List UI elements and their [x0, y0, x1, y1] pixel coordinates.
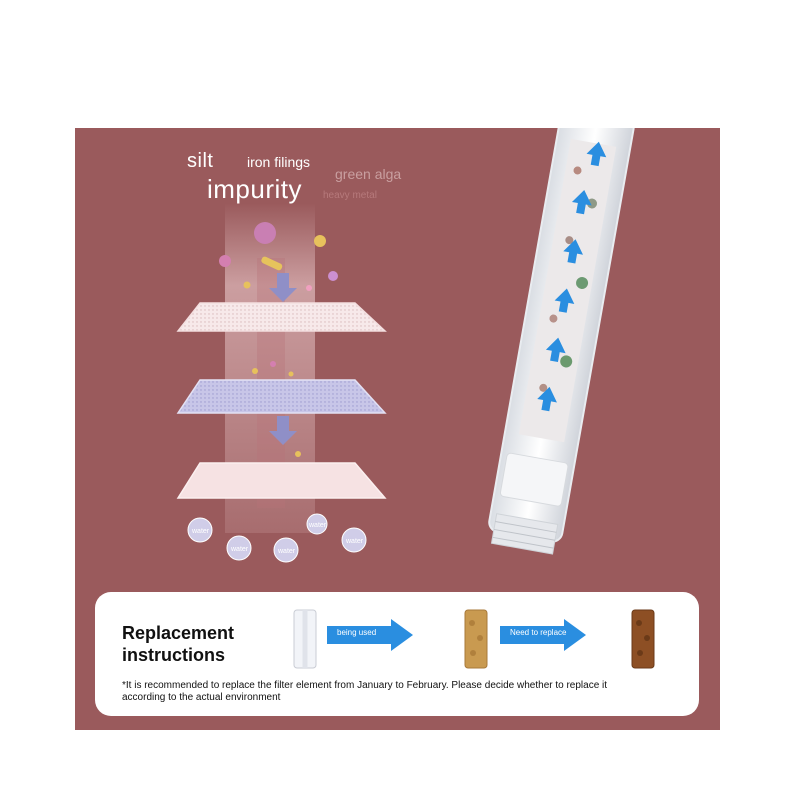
replacement-card: Replacement instructions being used Need… [95, 592, 699, 716]
product-panel: water water water water water [75, 128, 720, 730]
water-bubble: water [187, 517, 213, 543]
bacteria-particle [328, 271, 338, 281]
sediment-particle [261, 256, 283, 271]
water-bubble: water [306, 513, 328, 535]
water-bubble: water [341, 527, 367, 553]
new-filter-element [293, 609, 317, 669]
filter-layer-1 [176, 302, 387, 332]
need-to-replace-label: Need to replace [510, 628, 567, 637]
word-impurity: impurity [207, 174, 303, 204]
being-used-arrow: being used [327, 617, 415, 653]
svg-text:water: water [308, 522, 327, 529]
bacteria-particle [254, 222, 276, 244]
word-heavy-metal: heavy metal [323, 190, 377, 201]
up-arrow-icon [554, 288, 575, 313]
replacement-note-line1: *It is recommended to replace the filter… [122, 680, 608, 691]
word-iron-filings: iron filings [247, 154, 311, 170]
up-arrow-icon [563, 239, 583, 264]
replacement-title: Replacement instructions [122, 622, 234, 666]
up-arrow-icon [537, 386, 557, 412]
worn-filter-element [631, 609, 655, 669]
sediment-particle [295, 451, 301, 457]
sediment-particle [270, 361, 276, 367]
right-arrow-icon [327, 619, 413, 651]
svg-text:water: water [277, 548, 296, 555]
up-arrow-icon [571, 189, 592, 215]
bacteria-particle [219, 255, 231, 267]
right-arrow-icon [500, 619, 586, 651]
sediment-particle [306, 285, 312, 291]
being-used-label: being used [337, 628, 377, 637]
filter-layer-3 [176, 462, 387, 499]
replacement-note-line2: according to the actual environment [122, 692, 281, 703]
replacement-title-line1: Replacement [122, 623, 235, 643]
filtration-illustration: water water water water water [176, 128, 635, 563]
water-bubble: water [273, 537, 299, 563]
need-to-replace-arrow: Need to replace [500, 617, 588, 653]
sediment-particle [243, 281, 251, 289]
down-arrow-icon [269, 273, 297, 302]
up-arrow-icon [545, 337, 566, 363]
word-green-alga: green alga [335, 166, 402, 182]
word-silt: silt [187, 150, 214, 172]
filter-layer-2 [176, 379, 387, 414]
svg-text:water: water [345, 538, 364, 545]
sediment-particle [288, 371, 294, 377]
svg-text:water: water [230, 546, 249, 553]
svg-text:water: water [191, 528, 210, 535]
sediment-particle [252, 368, 258, 374]
bacteria-particle [314, 235, 326, 247]
used-filter-element [464, 609, 488, 669]
replacement-note: *It is recommended to replace the filter… [122, 680, 682, 704]
up-arrow-icon [586, 141, 607, 167]
replacement-title-line2: instructions [122, 645, 226, 665]
down-arrow-icon [269, 416, 297, 445]
water-bubble: water [226, 535, 252, 561]
filter-cartridge [488, 128, 635, 555]
